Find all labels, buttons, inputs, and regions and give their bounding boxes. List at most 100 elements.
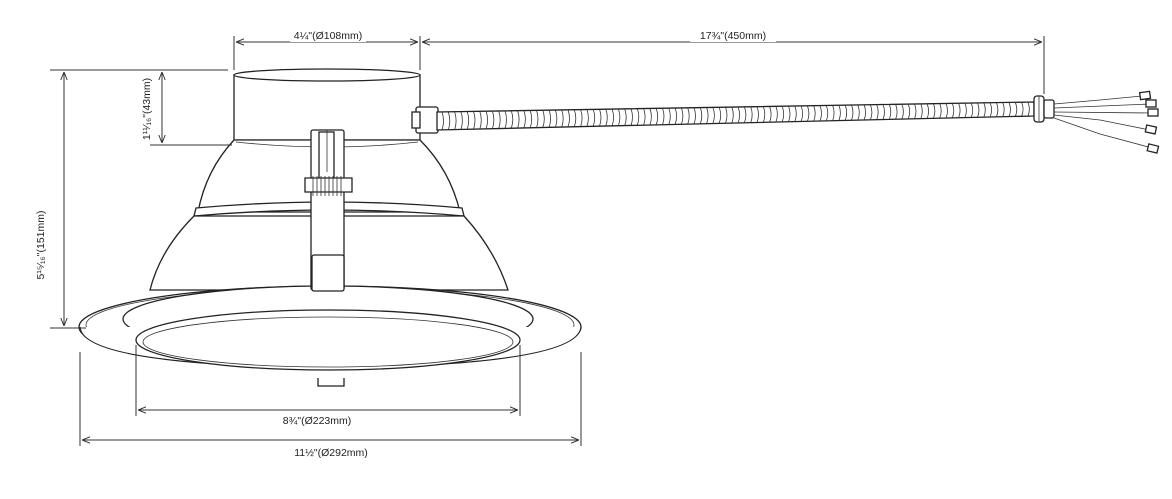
conduit-rib [1021,102,1024,117]
conduit-rib [870,104,873,120]
conduit-rib [725,107,728,124]
conduit-rib [510,110,514,129]
conduit-rib [750,106,753,123]
conduit-rib [744,106,747,123]
conduit-rib [447,111,451,130]
dim-top-diameter-label: 4¼"(Ø108mm) [294,30,363,42]
conduit-rib [592,109,596,127]
dim-total-height-label: 5¹⁵⁄₁₆"(151mm) [35,211,47,280]
conduit-rib [580,109,583,127]
conduit-rib [687,107,690,125]
dim-flange-diameter: 11½"(Ø292mm) [79,352,582,459]
conduit-rib [586,109,589,127]
conduit-rib [630,108,633,126]
spring-clip [304,129,353,292]
conduit-rib [907,103,911,120]
conduit-rib [788,105,791,122]
conduit-rib [441,111,444,131]
dim-lens-diameter-label: 8¾"(Ø223mm) [283,415,352,427]
conduit-rib [769,106,772,123]
conduit-rib [933,103,936,119]
conduit-rib [605,109,608,127]
conduit-rib [668,107,671,125]
conduit-rib [1014,102,1018,117]
conduit-rib [901,104,904,120]
conduit-rib [983,102,986,118]
conduit-rib [718,107,722,124]
conduit-rib [1002,102,1005,117]
conduit-rib [662,108,665,125]
conduit-rib [996,102,999,118]
conduit-rib [473,111,476,130]
junction-connector [411,106,439,134]
conduit-rib [523,110,526,129]
dim-flange-diameter-label: 11½"(Ø292mm) [294,447,368,459]
dim-conduit-length-label: 17¾"(450mm) [700,30,766,42]
driver-can [233,68,421,141]
conduit-rib [851,104,854,121]
conduit-rib [895,104,898,120]
conduit-rib [655,108,659,125]
dim-top-diameter: 4¼"(Ø108mm) [233,28,421,70]
conduit-rib [599,109,602,127]
conduit-rib [624,108,627,126]
conduit-rib [636,108,640,126]
conduit-rib [681,107,684,125]
conduit-rib [561,109,564,128]
conduit-rib [567,109,570,128]
bottom-tab [317,378,345,387]
conduit-rib [863,104,866,121]
conduit-rib [737,106,740,124]
conduit-rib [693,107,696,125]
conduit-rib [781,106,785,123]
conduit-rib [857,104,860,121]
conduit-rib [794,105,797,122]
conduit-rib [951,103,955,119]
conduit-end-connector [1033,95,1055,123]
conduit-rib [819,105,822,122]
conduit-rib [825,105,829,122]
conduit-rib [466,111,470,130]
conduit-rib [492,110,495,129]
conduit-rib [536,110,539,128]
conduit-rib [611,108,614,127]
conduit-rib [756,106,759,123]
conduit-rib [485,111,488,129]
conduit-rib [479,111,482,130]
fixture-body [78,68,582,387]
conduit-rib [844,105,848,121]
conduit-rib [643,108,646,126]
conduit-rib [914,103,917,119]
dim-total-height: 5¹⁵⁄₁₆"(151mm) [35,69,150,329]
conduit-rib [618,108,621,126]
conduit-rib [775,106,778,123]
conduit-rib [460,111,463,130]
dim-conduit-length: 17¾"(450mm) [422,28,1045,94]
conduit-rib [939,103,942,119]
conduit-rib [876,104,879,120]
conduit-rib [970,102,974,118]
conduit-rib [699,107,703,124]
conduit-rib [813,105,816,122]
conduit-rib [964,103,967,118]
conduit-rib [731,106,734,124]
conduit-rib [958,103,961,118]
conduit-rib [762,106,766,123]
dim-can-height-label: 1¹¹⁄₁₆"(43mm) [141,78,153,140]
conduit-rib [573,109,577,127]
conduit-rib [807,105,810,122]
conduit-rib [706,107,709,124]
conduit-rib [674,107,677,125]
flex-conduit [436,90,1160,154]
conduit-rib [989,102,992,118]
conduit-rib [542,110,545,128]
conduit-rib [838,105,841,121]
conduit-rib [832,105,835,121]
dim-lens-diameter: 8¾"(Ø223mm) [135,345,521,427]
conduit-rib [1027,101,1030,117]
conduit-rib [926,103,929,119]
dim-can-height: 1¹¹⁄₁₆"(43mm) [141,69,232,146]
conduit-rib [977,102,980,118]
conduit-rib [888,104,892,120]
